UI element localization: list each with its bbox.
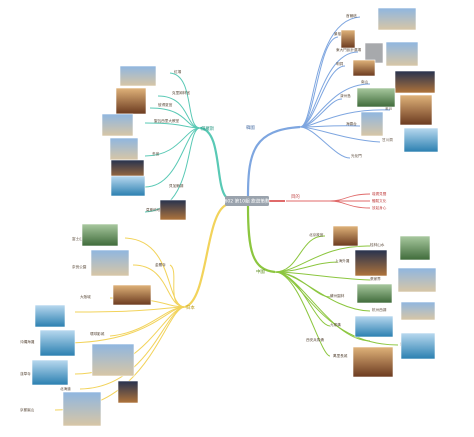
china-item-label: 萬里長城 xyxy=(333,353,348,358)
japan-photo[interactable] xyxy=(112,284,152,306)
japan-item-label: 北海道 xyxy=(60,386,71,391)
russia-item-label: 克里姆林宮 xyxy=(172,90,190,95)
china-photo[interactable] xyxy=(400,332,436,360)
china-item-label: 張家界 xyxy=(370,276,381,281)
korea-photo[interactable] xyxy=(394,70,436,94)
russia-photo[interactable] xyxy=(159,199,187,221)
china-photo[interactable] xyxy=(352,346,394,378)
japan-item-label: 富士山 xyxy=(72,236,83,241)
branch-china[interactable]: 中國 北京故宮 桂林山水 上海外灘 張家界 蘇州園林 杭州西湖 九寨溝 西安兵馬… xyxy=(246,205,437,378)
china-photo[interactable] xyxy=(356,283,393,304)
korea-item-label: 海雲台 xyxy=(346,121,357,126)
japan-item-label: 京都嵐山 xyxy=(20,407,35,412)
japan-item-label: 大阪城 xyxy=(80,294,91,299)
korea-photo[interactable] xyxy=(360,111,384,137)
korea-photo[interactable] xyxy=(385,41,419,67)
goal-item-label: 體驗文化 xyxy=(372,198,387,203)
korea-photo[interactable] xyxy=(352,59,376,77)
goal-item-label: 放鬆身心 xyxy=(372,205,387,210)
china-photo[interactable] xyxy=(400,301,436,321)
japan-photo[interactable] xyxy=(62,391,102,427)
china-photo[interactable] xyxy=(399,235,431,261)
china-item-label: 九寨溝 xyxy=(330,322,341,327)
branch-korea[interactable]: 韓國 首爾塔 景福宮 東大門設計廣場 明洞 南山 濟州島 釜山 海雲台 甘川洞 … xyxy=(246,7,439,197)
branch-goal[interactable]: 目的 增廣見聞 體驗文化 放鬆身心 xyxy=(268,191,387,210)
japan-item-label: 沖繩海灘 xyxy=(20,339,35,344)
root-node[interactable]: 602 第10組 旅遊策劃 xyxy=(224,196,270,206)
branch-label-korea: 韓國 xyxy=(246,124,255,131)
china-photo[interactable] xyxy=(332,225,359,247)
branch-label-russia: 俄羅斯 xyxy=(201,125,215,132)
russia-item-label: 冬宮 xyxy=(152,151,160,156)
russia-photo[interactable] xyxy=(119,65,157,87)
korea-item-label: 甘川洞 xyxy=(382,137,393,142)
japan-item-label: 環球影城 xyxy=(90,331,105,336)
russia-photo[interactable] xyxy=(115,87,147,115)
russia-photo[interactable] xyxy=(109,137,139,161)
russia-photo[interactable] xyxy=(101,113,134,137)
goal-item-label: 增廣見聞 xyxy=(372,191,387,196)
branch-russia[interactable]: 俄羅斯 紅場 克里姆林宮 聖瓦西里大教堂 冬宮 貝加爾湖 莫斯科地鐵 彼得夏宮 xyxy=(101,65,227,221)
branch-label-china: 中國 xyxy=(256,268,265,275)
japan-photo[interactable] xyxy=(117,380,139,404)
japan-photo[interactable] xyxy=(34,304,66,328)
china-item-label: 北京故宮 xyxy=(309,232,324,237)
branch-label-goal: 目的 xyxy=(291,193,300,200)
korea-photo[interactable] xyxy=(340,29,356,49)
russia-item-label: 貝加爾湖 xyxy=(169,183,184,188)
korea-item-label: 光化門 xyxy=(351,153,362,158)
russia-item-label: 紅場 xyxy=(174,69,182,74)
russia-item-label: 彼得夏宮 xyxy=(158,102,173,107)
china-photo[interactable] xyxy=(354,249,388,277)
japan-photo[interactable] xyxy=(91,343,135,377)
china-photo[interactable] xyxy=(397,267,437,293)
china-item-label: 西安兵馬俑 xyxy=(306,337,324,342)
korea-item-label: 首爾塔 xyxy=(346,13,357,18)
russia-photo[interactable] xyxy=(110,175,146,197)
china-item-label: 蘇州園林 xyxy=(330,293,345,298)
branch-label-japan: 日本 xyxy=(186,304,195,311)
korea-photo[interactable] xyxy=(399,94,433,126)
china-photo[interactable] xyxy=(354,315,394,338)
root-label: 602 第10組 旅遊策劃 xyxy=(224,198,270,205)
japan-photo[interactable] xyxy=(31,359,69,386)
korea-item-label: 景福宮 xyxy=(334,31,345,36)
branch-japan[interactable]: 日本 富士山 金閣寺 奈良公園 大阪城 東京鐵塔 環球影城 沖繩海灘 淺草寺 北… xyxy=(20,204,227,427)
russia-item-label: 聖瓦西里大教堂 xyxy=(154,118,180,123)
japan-item-label: 淺草寺 xyxy=(20,371,31,376)
china-item-label: 上海外灘 xyxy=(335,258,350,263)
russia-item-label: 莫斯科地鐵 xyxy=(146,207,164,212)
korea-item-label: 南山 xyxy=(361,79,369,84)
korea-item-label: 東大門設計廣場 xyxy=(336,47,362,52)
japan-photo[interactable] xyxy=(90,249,130,277)
japan-photo[interactable] xyxy=(81,223,119,247)
korea-photo[interactable] xyxy=(377,7,417,31)
korea-item-label: 明洞 xyxy=(336,61,344,66)
china-item-label: 杭州西湖 xyxy=(372,307,387,312)
japan-item-label: 金閣寺 xyxy=(155,262,166,267)
japan-photo[interactable] xyxy=(39,329,76,357)
china-item-label: 桂林山水 xyxy=(370,242,385,247)
korea-photo[interactable] xyxy=(356,87,396,108)
japan-item-label: 奈良公園 xyxy=(72,264,87,269)
korea-item-label: 釜山 xyxy=(385,105,393,110)
korea-item-label: 濟州島 xyxy=(340,93,351,98)
korea-photo[interactable] xyxy=(403,127,439,153)
